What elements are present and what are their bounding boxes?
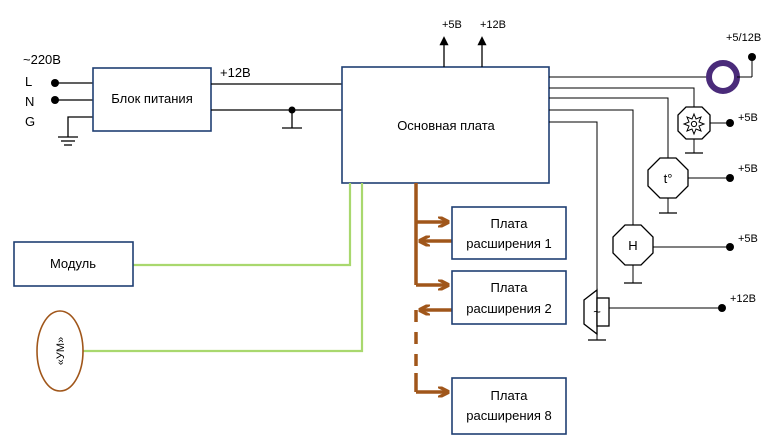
wire-ac-sensor	[549, 121, 598, 290]
expansion-board-1-line1: Плата	[491, 216, 529, 231]
expansion-board-8-line2: расширения 8	[466, 408, 551, 423]
wire-humidity-sensor	[549, 109, 634, 225]
ring-output-label: +5/12В	[726, 32, 761, 44]
expansion-board-8-line1: Плата	[491, 388, 529, 403]
humidity-symbol: H	[628, 238, 637, 253]
main-board-label: Основная плата	[397, 118, 495, 133]
expansion-board-2-line1: Плата	[491, 280, 529, 295]
expansion-board-1-line2: расширения 1	[466, 236, 551, 251]
ring-output-terminal	[748, 53, 756, 61]
expansion-board-8-box	[451, 377, 567, 435]
expansion-board-2-box	[451, 270, 567, 325]
mains-pin-l-label: L	[25, 74, 32, 89]
amplifier-ellipse	[36, 310, 84, 392]
wire-temp-sensor	[549, 97, 669, 158]
humidity-supply-label: +5В	[738, 233, 758, 245]
light-supply-label: +5В	[738, 112, 758, 124]
wire-amp-link	[82, 183, 364, 353]
wire-mains-g	[67, 116, 93, 137]
ac-supply-label: +12В	[730, 293, 756, 305]
mains-pin-n-label: N	[25, 94, 34, 109]
temperature-symbol: t°	[664, 171, 673, 186]
mains-voltage-label: ~220В	[23, 52, 61, 67]
amplifier-label: «УМ»	[55, 337, 67, 365]
temp-supply-label: +5В	[738, 163, 758, 175]
module-box	[13, 241, 134, 287]
top-output-5v-label: +5В	[442, 19, 462, 31]
power-supply-box	[92, 67, 212, 132]
temperature-sensor	[647, 157, 689, 199]
wire-light-sensor	[549, 87, 695, 107]
sun-icon	[682, 112, 706, 136]
humidity-supply-terminal	[726, 243, 734, 251]
temp-supply-terminal	[726, 174, 734, 182]
ring-connector	[706, 60, 740, 94]
expansion-board-1-box	[451, 206, 567, 260]
main-board-box	[341, 66, 550, 184]
wire-module-link	[133, 183, 352, 267]
humidity-sensor	[612, 224, 654, 266]
ac-symbol: ~	[593, 304, 601, 319]
light-supply-terminal	[726, 119, 734, 127]
power-supply-output-label: +12В	[220, 65, 251, 80]
power-supply-label: Блок питания	[111, 91, 192, 106]
expansion-board-2-line2: расширения 2	[466, 301, 551, 316]
top-output-12v-label: +12В	[480, 19, 506, 31]
mains-pin-g-label: G	[25, 114, 35, 129]
module-label: Модуль	[50, 256, 96, 271]
ac-sensor-body	[596, 297, 610, 327]
ac-supply-terminal	[718, 304, 726, 312]
ground-icon	[58, 136, 78, 146]
